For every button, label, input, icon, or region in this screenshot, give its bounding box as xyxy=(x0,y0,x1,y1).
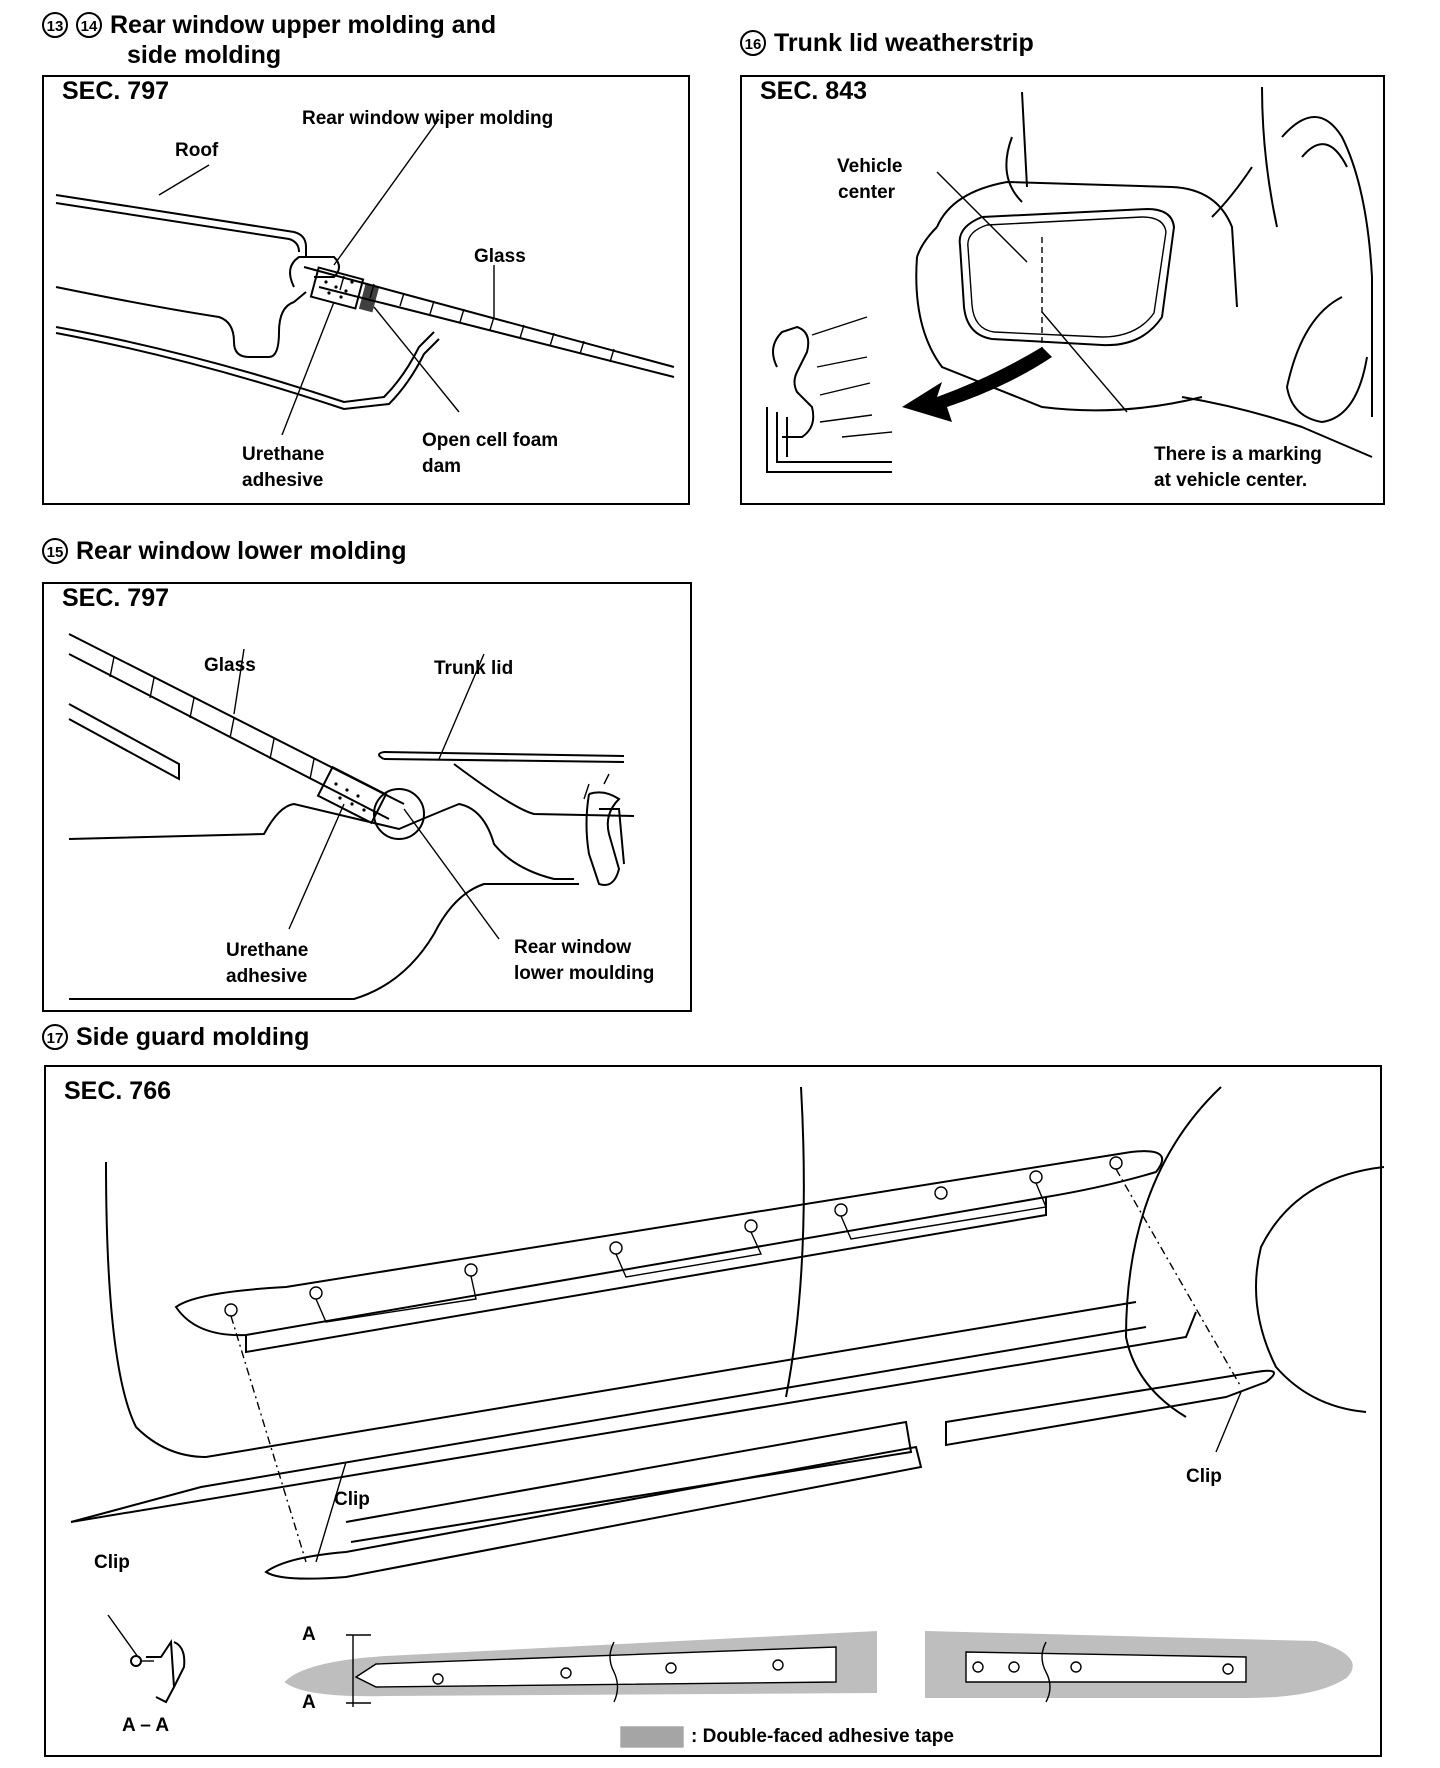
label-marking-line1: There is a marking xyxy=(1154,444,1322,465)
label-urethane-adhesive-lower-line2: adhesive xyxy=(226,966,308,987)
side-guard-heading: 17 Side guard molding xyxy=(42,1022,309,1052)
legend-double-faced-adhesive-tape: : Double-faced adhesive tape xyxy=(691,1726,954,1747)
lower-sec-number: SEC. 797 xyxy=(62,584,170,612)
label-open-cell-foam-dam-line1: Open cell foam xyxy=(422,430,559,451)
label-rear-window-lower-moulding-line2: lower moulding xyxy=(514,963,655,984)
trunk-weatherstrip-drawing xyxy=(766,86,1373,473)
upper-molding-heading: 13 14 Rear window upper molding and side m… xyxy=(42,10,496,70)
lower-molding-heading: 15 Rear window lower molding xyxy=(42,536,407,566)
label-clip-left: Clip xyxy=(94,1552,130,1573)
upper-molding-title-line2: side molding xyxy=(127,41,282,69)
callout-number-16: 16 xyxy=(740,30,766,56)
label-vehicle-center-line2: center xyxy=(838,182,896,203)
label-rear-window-wiper-molding: Rear window wiper molding xyxy=(302,108,554,129)
side-guard-title: Side guard molding xyxy=(76,1023,310,1051)
label-glass-lower: Glass xyxy=(204,655,256,676)
callout-number-14: 14 xyxy=(76,12,102,38)
callout-number-17: 17 xyxy=(42,1024,68,1050)
label-glass: Glass xyxy=(474,246,526,267)
label-urethane-adhesive-line1: Urethane xyxy=(242,444,325,465)
label-section-a-a: A – A xyxy=(122,1715,170,1736)
lower-molding-panel: SEC. 797 Glass Trunk lid Urethane adhesi… xyxy=(42,582,692,1012)
callout-number-13: 13 xyxy=(42,12,68,38)
lower-molding-drawing xyxy=(68,633,635,1000)
label-roof: Roof xyxy=(175,140,219,161)
label-rear-window-lower-moulding-line1: Rear window xyxy=(514,937,632,958)
lower-molding-title: Rear window lower molding xyxy=(76,537,407,565)
trunk-weatherstrip-title: Trunk lid weatherstrip xyxy=(774,29,1034,57)
trunk-weatherstrip-panel: SEC. 843 Vehicle center There is a marki… xyxy=(740,75,1385,505)
side-guard-panel: SEC. 766 Clip Clip Clip A – A A A : Doub… xyxy=(44,1065,1384,1757)
label-marking-line2: at vehicle center. xyxy=(1154,470,1308,491)
upper-molding-panel: SEC. 797 Rear window wiper molding Roof … xyxy=(42,75,690,505)
trunk-sec-number: SEC. 843 xyxy=(760,77,868,105)
label-a-top: A xyxy=(302,1624,316,1645)
side-sec-number: SEC. 766 xyxy=(64,1077,172,1105)
label-trunk-lid: Trunk lid xyxy=(434,658,514,679)
upper-molding-drawing xyxy=(55,118,675,436)
label-clip-right: Clip xyxy=(1186,1466,1222,1487)
upper-molding-title-line1: Rear window upper molding and xyxy=(110,11,497,39)
label-clip-center: Clip xyxy=(334,1489,370,1510)
label-open-cell-foam-dam-line2: dam xyxy=(422,456,462,477)
label-vehicle-center-line1: Vehicle xyxy=(837,156,903,177)
upper-sec-number: SEC. 797 xyxy=(62,77,170,105)
label-urethane-adhesive-line2: adhesive xyxy=(242,470,324,491)
callout-number-15: 15 xyxy=(42,538,68,564)
trunk-weatherstrip-heading: 16 Trunk lid weatherstrip xyxy=(740,28,1034,58)
label-urethane-adhesive-lower-line1: Urethane xyxy=(226,940,309,961)
label-a-bottom: A xyxy=(302,1692,316,1713)
side-guard-drawing xyxy=(70,1086,1384,1748)
